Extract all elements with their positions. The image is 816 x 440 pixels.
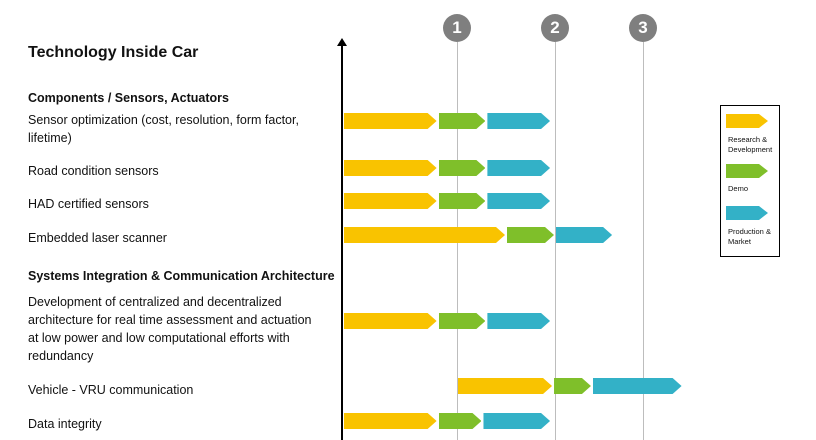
bar-research-development-s0-r3: [344, 227, 505, 243]
legend-label-research: Research & Development: [728, 135, 773, 154]
bar-demo-s0-r0: [439, 113, 486, 129]
bar-production-market-s1-r1: [593, 378, 682, 394]
bar-research-development-s1-r1: [458, 378, 552, 394]
section-heading-systems-integration: Systems Integration & Communication Arch…: [28, 269, 335, 283]
legend-label-production: Production & Market: [728, 227, 771, 246]
legend-swatch-research: [726, 114, 768, 128]
row-label-data-integrity: Data integrity: [28, 417, 102, 431]
bar-production-market-s0-r3: [556, 227, 612, 243]
row-label-embedded-laser-scanner: Embedded laser scanner: [28, 231, 167, 245]
bar-production-market-s0-r1: [487, 160, 550, 176]
milestone-2-badge: 2: [541, 14, 569, 42]
timeline-axis-arrow: [337, 38, 347, 46]
bar-demo-s0-r1: [439, 160, 486, 176]
legend-swatch-demo: [726, 164, 768, 178]
bar-production-market-s0-r2: [487, 193, 550, 209]
bar-research-development-s1-r0: [344, 313, 437, 329]
bar-demo-s1-r2: [439, 413, 482, 429]
row-label-vehicle-vru-communication: Vehicle - VRU communication: [28, 383, 194, 397]
bar-research-development-s0-r0: [344, 113, 437, 129]
milestone-1-badge: 1: [443, 14, 471, 42]
milestone-3-line: [643, 42, 644, 440]
milestone-2-line: [555, 42, 556, 440]
bar-demo-s0-r2: [439, 193, 486, 209]
bar-research-development-s1-r2: [344, 413, 437, 429]
bar-demo-s1-r0: [439, 313, 486, 329]
bar-demo-s0-r3: [507, 227, 554, 243]
legend-swatch-production: [726, 206, 768, 220]
bar-research-development-s0-r2: [344, 193, 437, 209]
milestone-3-badge: 3: [629, 14, 657, 42]
bar-demo-s1-r1: [554, 378, 591, 394]
legend-label-demo: Demo: [728, 184, 749, 193]
row-label-had-certified-sensors: HAD certified sensors: [28, 197, 149, 211]
bar-research-development-s0-r1: [344, 160, 437, 176]
bar-production-market-s1-r2: [483, 413, 550, 429]
page-title: Technology Inside Car: [28, 44, 199, 61]
timeline-axis: [341, 42, 343, 440]
row-label-centralized-architecture: Development of centralized and decentral…: [28, 295, 312, 363]
row-label-sensor-optimization: Sensor optimization (cost, resolution, f…: [28, 113, 299, 145]
bar-production-market-s0-r0: [487, 113, 550, 129]
section-heading-components: Components / Sensors, Actuators: [28, 91, 229, 105]
row-label-road-condition-sensors: Road condition sensors: [28, 164, 159, 178]
bar-production-market-s1-r0: [487, 313, 550, 329]
legend: Research & Development Demo Production &…: [720, 105, 780, 257]
